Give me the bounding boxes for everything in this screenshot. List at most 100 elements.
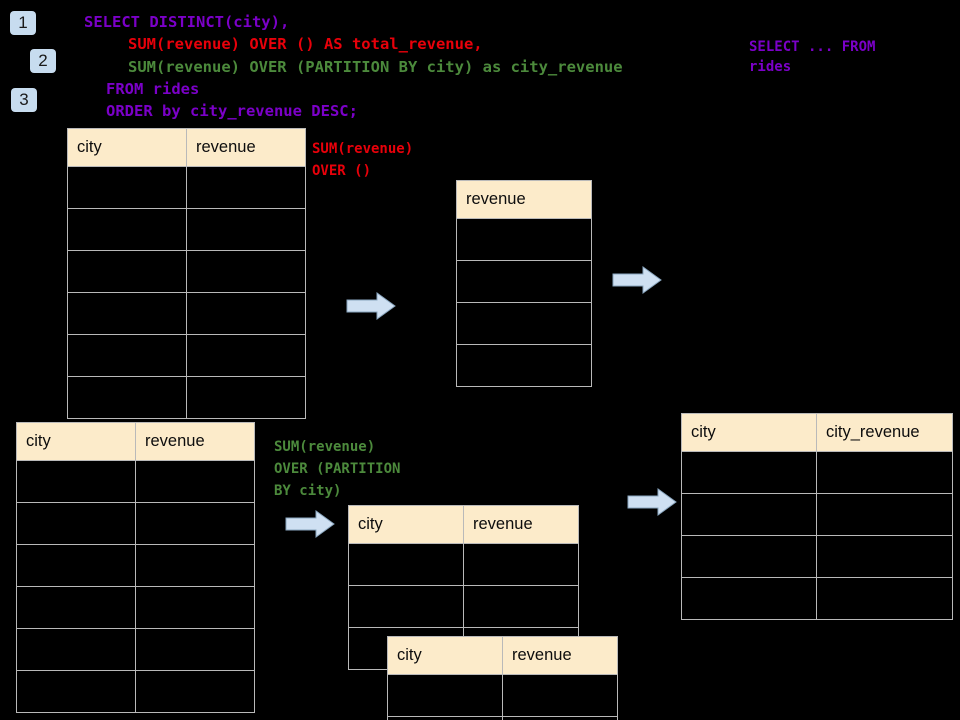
table-header-row: city revenue [16, 422, 255, 461]
cell [186, 376, 306, 419]
cell [16, 628, 136, 671]
table-header-row: city city_revenue [681, 413, 953, 452]
arrow-total-to-result [611, 265, 663, 295]
cell [67, 376, 187, 419]
cell [186, 292, 306, 335]
table-row [348, 543, 579, 586]
table-row [67, 292, 306, 335]
cell [186, 250, 306, 293]
source-table-bottom: city revenue [16, 422, 255, 713]
column-header-city: city [67, 128, 187, 167]
result-table: city city_revenue [681, 413, 953, 620]
cell [816, 577, 953, 620]
table-row [16, 502, 255, 545]
table-row [16, 460, 255, 503]
column-header-city-revenue: city_revenue [816, 413, 953, 452]
column-header-revenue: revenue [135, 422, 255, 461]
cell [463, 585, 579, 628]
cell [681, 451, 817, 494]
query-line-select: SELECT DISTINCT(city), [84, 13, 290, 31]
table-row [67, 376, 306, 419]
annotation-sum-over-partition: SUM(revenue) OVER (PARTITION BY city) [274, 439, 401, 499]
cell [456, 260, 592, 303]
table-header-row: city revenue [387, 636, 618, 675]
table-row [681, 535, 953, 578]
cell [502, 674, 618, 717]
partition-table-front: city revenue [387, 636, 618, 720]
cell [502, 716, 618, 720]
table-row [348, 585, 579, 628]
cell [816, 493, 953, 536]
table-row [16, 586, 255, 629]
cell [135, 586, 255, 629]
table-row [387, 674, 618, 717]
cell [16, 544, 136, 587]
cell [456, 302, 592, 345]
cell [16, 670, 136, 713]
query-line-from: FROM rides [106, 80, 200, 98]
cell [135, 460, 255, 503]
step-badge-2: 2 [30, 49, 56, 73]
cell [387, 716, 503, 720]
annotation-sum-over-empty: SUM(revenue) OVER () [312, 141, 414, 179]
cell [186, 334, 306, 377]
table-row [16, 544, 255, 587]
column-header-city: city [16, 422, 136, 461]
table-row [456, 302, 592, 345]
table-row [681, 451, 953, 494]
step-badge-3: 3 [11, 88, 37, 112]
query-line-order-by: ORDER by city_revenue DESC; [106, 102, 358, 120]
table-row [456, 344, 592, 387]
cell [67, 292, 187, 335]
cell [186, 208, 306, 251]
table-row [67, 334, 306, 377]
step-badge-1: 1 [10, 11, 36, 35]
table-row [681, 493, 953, 536]
table-header-row: revenue [456, 180, 592, 219]
cell [816, 451, 953, 494]
cell [67, 250, 187, 293]
cell [135, 628, 255, 671]
table-row [67, 208, 306, 251]
query-line-sum-over-empty: SUM(revenue) OVER () AS total_revenue, [128, 35, 483, 53]
table-header-row: city revenue [348, 505, 579, 544]
cell [681, 577, 817, 620]
column-header-city: city [387, 636, 503, 675]
column-header-city: city [348, 505, 464, 544]
cell [348, 585, 464, 628]
cell [67, 334, 187, 377]
cell [463, 543, 579, 586]
cell [135, 670, 255, 713]
cell [816, 535, 953, 578]
cell [186, 166, 306, 209]
cell [16, 586, 136, 629]
column-header-revenue: revenue [463, 505, 579, 544]
column-header-revenue: revenue [456, 180, 592, 219]
cell [456, 344, 592, 387]
cell [16, 502, 136, 545]
cell [135, 502, 255, 545]
table-row [67, 250, 306, 293]
cell [681, 493, 817, 536]
source-table-top: city revenue [67, 128, 306, 419]
table-row [16, 628, 255, 671]
table-row [456, 260, 592, 303]
column-header-revenue: revenue [502, 636, 618, 675]
cell [456, 218, 592, 261]
arrow-source-to-partition [284, 509, 336, 539]
query-line-sum-over-partition: SUM(revenue) OVER (PARTITION BY city) as… [128, 58, 623, 76]
table-header-row: city revenue [67, 128, 306, 167]
arrow-source-to-total [345, 291, 397, 321]
cell [16, 460, 136, 503]
table-row [67, 166, 306, 209]
table-row [387, 716, 618, 720]
column-header-revenue: revenue [186, 128, 306, 167]
table-row [681, 577, 953, 620]
cell [681, 535, 817, 578]
cell [67, 208, 187, 251]
cell [135, 544, 255, 587]
cell [67, 166, 187, 209]
annotation-select-from: SELECT ... FROM rides [749, 39, 876, 75]
cell [387, 674, 503, 717]
